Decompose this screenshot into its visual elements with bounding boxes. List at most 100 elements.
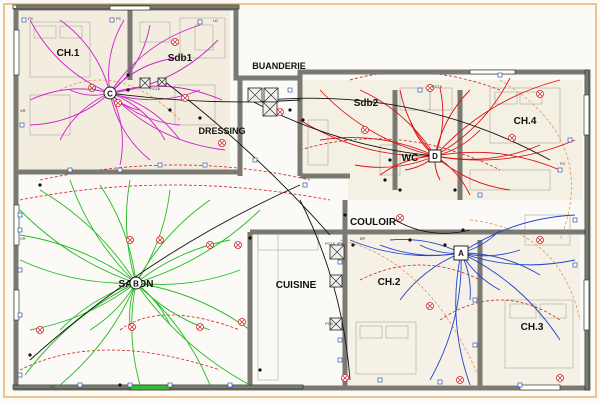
ceiling-light-icon — [426, 302, 434, 310]
ceiling-light-icon — [181, 94, 189, 102]
ceiling-light-icon — [238, 318, 246, 326]
power-outlet-icon — [117, 167, 123, 173]
circuit-c-wire — [59, 19, 111, 94]
circuit-d-wire — [434, 151, 561, 171]
light-switch-icon — [248, 236, 252, 240]
room-label-ch3: CH.3 — [521, 322, 544, 333]
power-outlet-icon — [567, 137, 573, 143]
circuit-b-wire — [19, 209, 137, 284]
power-outlet-icon — [477, 192, 483, 198]
ceiling-light-icon — [88, 84, 96, 92]
circuit-a-wire — [379, 244, 462, 256]
power-outlet-icon — [21, 17, 27, 23]
panel-c-label: C — [107, 90, 113, 99]
circuit-c-wire — [109, 85, 223, 101]
ceiling-light-icon — [114, 99, 122, 107]
ceiling-light-icon — [126, 236, 134, 244]
circuit-b-wire — [135, 209, 261, 284]
circuit-b-wire — [59, 282, 137, 331]
circuit-c-wire — [29, 92, 111, 126]
light-switch-icon — [38, 183, 42, 187]
circuit-c-wire — [109, 39, 219, 94]
outlet-arcs — [59, 79, 581, 381]
tag-ld-1: LD — [213, 18, 218, 23]
circuit-c-wire — [109, 92, 151, 161]
power-outlet-icon — [472, 342, 478, 348]
light-switch-icon — [28, 353, 32, 357]
circuit-d-wire — [359, 89, 436, 157]
tag-pc-3: PC — [560, 161, 566, 166]
bed-ch3 — [504, 299, 574, 369]
circuit-a-wire — [460, 252, 576, 266]
ceiling-light-icon — [361, 126, 369, 134]
power-outlet-icon — [337, 337, 343, 343]
circuit-b-wire — [24, 282, 137, 376]
ceiling-light-icon — [508, 134, 516, 142]
room-label-buanderie: BUANDERIE — [252, 61, 306, 71]
light-switch-icon — [398, 188, 402, 192]
circuit-b-wire — [99, 184, 137, 284]
power-outlet-icon — [302, 182, 308, 188]
panel-a: A — [453, 245, 469, 261]
power-outlet-icon — [17, 372, 23, 378]
tag-vr-2: VR — [20, 236, 26, 241]
circuit-d-wire — [299, 119, 436, 157]
circuit-b-wire — [126, 179, 137, 284]
ceiling-light-icon — [341, 374, 349, 382]
power-outlet-icon — [127, 382, 133, 388]
light-switch-icon — [288, 108, 292, 112]
room-label-cuisine: CUISINE — [276, 280, 317, 291]
circuit-b-wire — [69, 179, 137, 284]
power-outlet-icon — [337, 259, 343, 265]
light-switch-icon — [461, 228, 465, 232]
circuit-c-wire — [109, 92, 181, 141]
ceiling-light-icon — [196, 323, 204, 331]
electrical-devices — [17, 17, 578, 388]
power-outlet-icon — [557, 167, 563, 173]
light-switch-icon — [258, 368, 262, 372]
ceiling-light-icon — [156, 236, 164, 244]
room-label-ch4: CH.4 — [514, 116, 537, 127]
light-switch-icon — [388, 158, 392, 162]
circuit-d-wire — [434, 77, 511, 157]
control-line — [299, 199, 351, 381]
walls — [13, 5, 591, 391]
circuit-d-wire — [434, 155, 511, 191]
circuit-d-wire — [434, 79, 561, 157]
control-line — [267, 97, 551, 161]
room-label-ch2: CH.2 — [378, 277, 401, 288]
room-labels: CH.1 Sdb1 BUANDERIE DRESSING Sdb2 CH.4 W… — [57, 48, 544, 333]
room-label-wc: WC — [402, 153, 419, 164]
circuit-c-wire — [109, 24, 201, 94]
ceiling-light-icon — [536, 90, 544, 98]
light-switch-icon — [118, 383, 122, 387]
room-label-dressing: DRESSING — [198, 126, 245, 136]
light-switch-icon — [301, 118, 305, 122]
control-line — [29, 184, 301, 361]
tag-pc6-1: PC6 — [325, 321, 334, 326]
room-label-sdb1: Sdb1 — [168, 53, 193, 64]
power-outlet-icon — [337, 357, 343, 363]
tag-pc16-1: PC16 — [150, 86, 161, 91]
light-switch-icon — [453, 188, 457, 192]
circuit-b-wire — [131, 282, 141, 386]
light-switch-icon — [443, 243, 447, 247]
power-outlet-icon — [437, 379, 443, 385]
light-switch-icon — [126, 88, 130, 92]
power-outlet-icon — [17, 312, 23, 318]
circuit-b-wire — [19, 259, 137, 284]
power-outlet-icon — [497, 72, 503, 78]
power-outlet-icon — [167, 382, 173, 388]
power-outlet-icon — [377, 377, 383, 383]
panel-c: C — [103, 86, 117, 100]
panel-d-label: D — [432, 152, 438, 161]
ceiling-light-icon — [426, 84, 434, 92]
circuit-b-wire — [135, 282, 211, 386]
ceiling-light-icon — [396, 214, 404, 222]
panel-b-label: B — [133, 280, 139, 289]
tag-pc16-2: PC16 — [432, 84, 443, 89]
circuit-c-wire — [29, 19, 111, 94]
circuit-c-wire — [109, 57, 176, 94]
circuit-a-wire — [455, 252, 471, 386]
